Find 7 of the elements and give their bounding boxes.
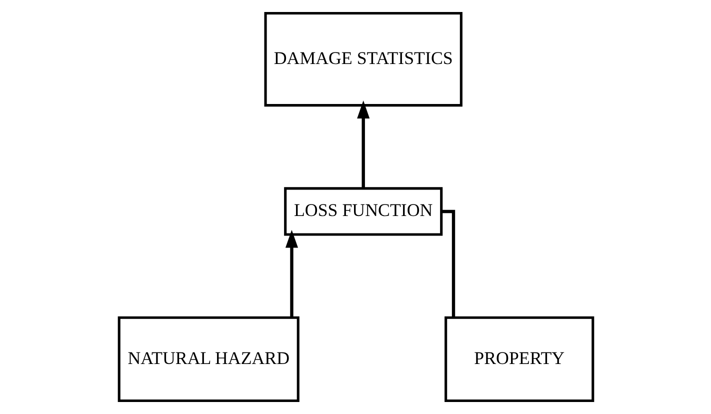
arrow [284, 230, 298, 318]
node-box: LOSS FUNCTION [284, 187, 442, 236]
node-box: NATURAL HAZARD [117, 316, 299, 402]
node-box: DAMAGE STATISTICS [264, 12, 462, 107]
connector [441, 210, 455, 318]
arrow [356, 100, 370, 188]
node-box: PROPERTY [444, 316, 594, 402]
